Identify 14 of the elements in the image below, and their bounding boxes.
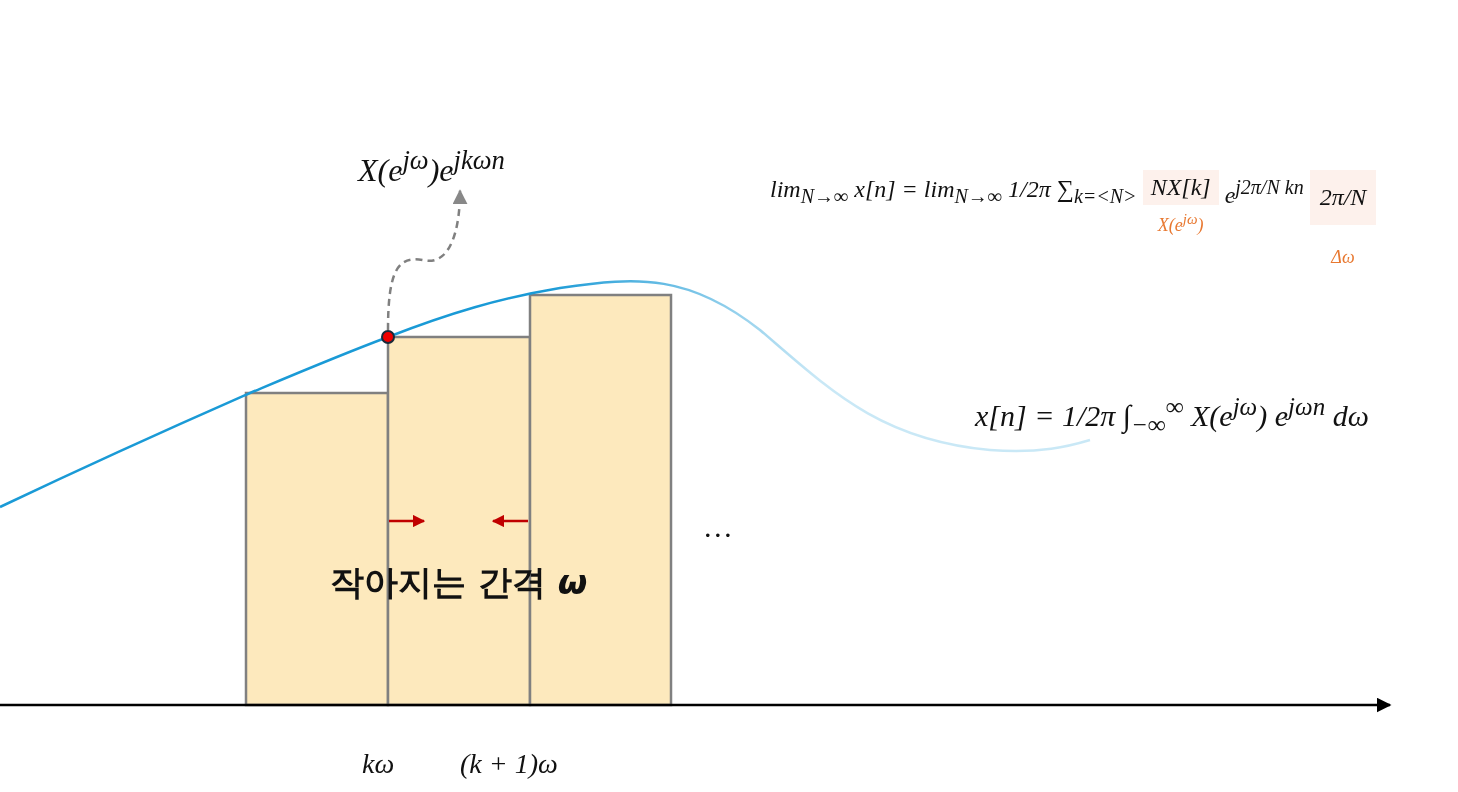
annotation: X(e$^{jω}$) [1157,211,1204,236]
formula-label: X(e$^{jω}$)e$^{jkωn}$ [358,145,505,189]
axis-label: kω [362,748,395,780]
formula: x[n] = 1/2π ∫$_{−∞}$$^{∞}$ X(e$^{jω}$) e$^{jωn}$ dω [975,393,1369,439]
highlighted-term: 2π/N [1309,170,1377,225]
formula: e$^{j2π/N kn}$ [1224,175,1304,209]
formula: lim$_{N→∞}$ x[n] = lim$_{N→∞}$ 1/2π ∑$_{k=<N>}$ [770,175,1137,208]
leader-line [386,189,468,330]
axis-label: (k + 1)ω [460,748,558,780]
ellipsis: … [705,510,732,544]
point-marker [381,330,395,344]
highlighted-term: NX[k] [1142,170,1219,205]
annotation: Δω [1331,247,1355,268]
caption-text: 작아지는 간격 ω [330,561,588,604]
